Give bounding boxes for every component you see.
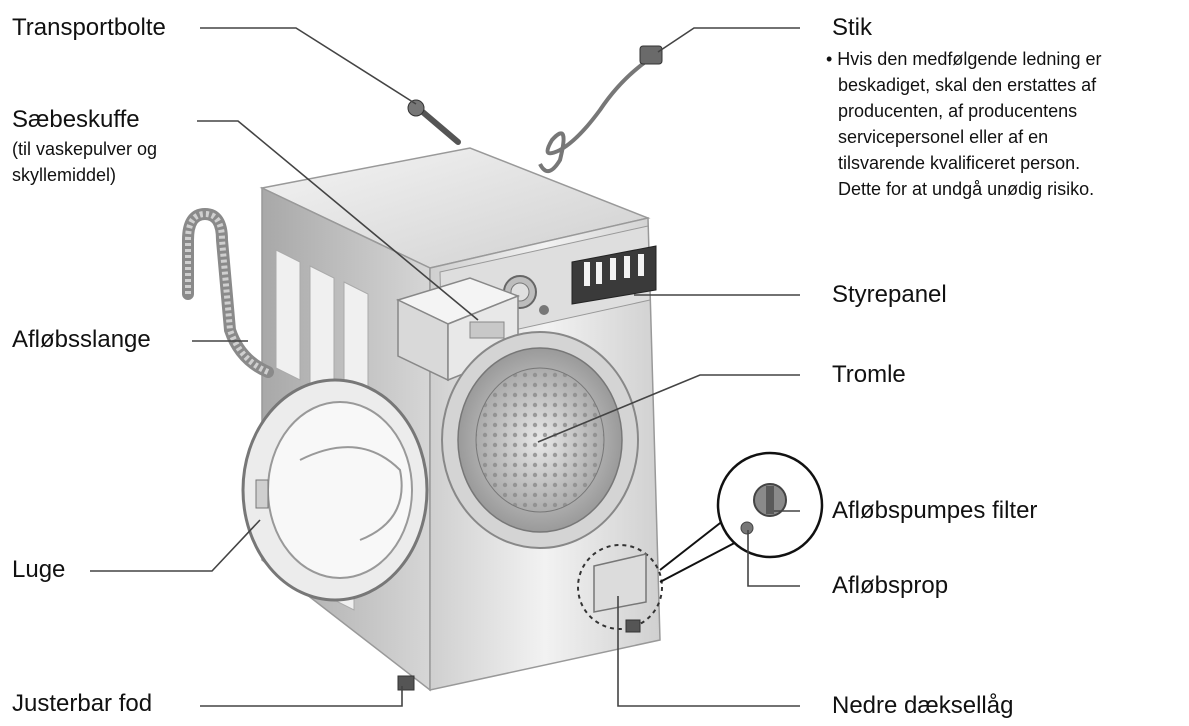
label-saebeskuffe-sub-1: (til vaskepulver og (12, 139, 158, 159)
label-saebeskuffe-sub-2: skyllemiddel) (12, 165, 117, 185)
label-stik: Stik (832, 14, 873, 41)
stik-note-line-5: tilsvarende kvalificeret person. (838, 153, 1081, 173)
power-plug (538, 45, 663, 173)
stik-note-line-1: • Hvis den medfølgende ledning er (826, 49, 1102, 69)
leader-lines (90, 27, 800, 707)
transport-bolt (407, 99, 461, 145)
stik-note-line-3: producenten, af producentens (838, 101, 1078, 121)
label-tromle: Tromle (832, 361, 906, 388)
label-nedre-daeksellaag: Nedre dæksellåg (832, 692, 1014, 719)
label-afloebspumpes-filter: Afløbspumpes filter (832, 497, 1038, 524)
label-luge: Luge (12, 556, 66, 583)
stik-note-line-4: servicepersonel eller af en (838, 127, 1049, 147)
door (241, 378, 429, 602)
label-justerbar-fod: Justerbar fod (12, 690, 153, 717)
adjustable-feet (397, 619, 641, 691)
label-styrepanel: Styrepanel (832, 281, 947, 308)
lower-cover (577, 544, 663, 630)
drain-hose (182, 207, 274, 378)
label-afloebsprop: Afløbsprop (832, 572, 949, 599)
control-display (571, 245, 657, 305)
stik-note: • Hvis den medfølgende ledning er beskad… (826, 46, 1101, 202)
stik-note-line-2: beskadiget, skal den erstattes af (838, 75, 1097, 95)
stik-note-line-6: Dette for at undgå unødig risiko. (838, 179, 1095, 199)
label-afloebsslange: Afløbsslange (12, 326, 151, 353)
label-saebeskuffe: Sæbeskuffe (12, 106, 140, 133)
drum (441, 331, 639, 549)
pump-filter-zoom (659, 451, 824, 583)
label-transportbolte: Transportbolte (12, 14, 166, 41)
